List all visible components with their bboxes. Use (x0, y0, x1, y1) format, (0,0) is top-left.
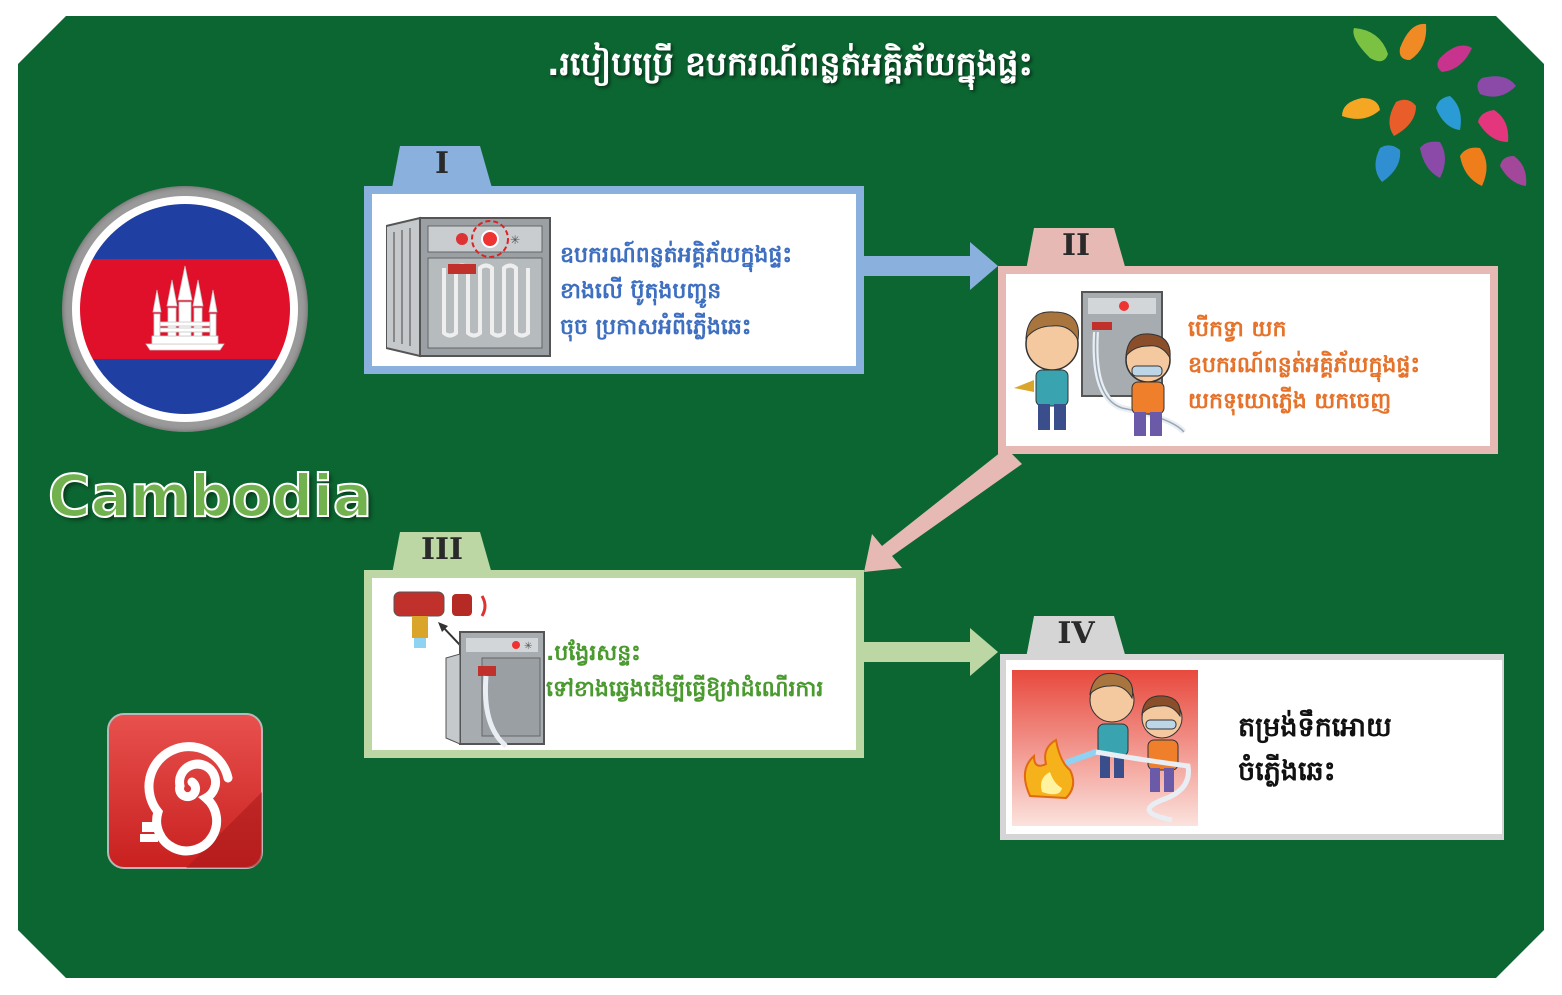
step-2-line-3: យកទុយោភ្លើង យកចេញ (1188, 389, 1392, 414)
arrow-step3-to-step4 (862, 628, 998, 676)
step-3-box: ✳ .បង្វែរសន្ទះ ទៅខាងឆ្វេងដើម្បីធ្វើឱ្យវា… (364, 570, 864, 758)
country-name: Cambodia (47, 461, 373, 531)
fire-hydrant-cabinet-icon: ✳ (386, 216, 551, 358)
step-4-box: តម្រង់ទឹកអោយ ចំភ្លេីងឆេះ (1000, 654, 1504, 840)
step-1-numeral: I (434, 146, 450, 181)
cambodia-flag-badge (62, 186, 308, 432)
step-3-line-2: ទៅខាងឆ្វេងដើម្បីធ្វើឱ្យវាដំណេីរការ (546, 677, 824, 702)
page-title: .របៀបប្រើ ឧបករណ៍ពន្លត់អគ្គិភ័យក្នុងផ្ទះ (547, 44, 1033, 83)
step-4-text: តម្រង់ទឹកអោយ ចំភ្លេីងឆេះ (1238, 706, 1498, 794)
step-1-box: ✳ ឧបករណ៍ពន្លត់អគ្គិភ័យក្នុងផ្ទះ ខាងលេី ប… (364, 186, 864, 374)
step-4-line-1: តម្រង់ទឹកអោយ (1238, 712, 1392, 743)
step-1-text: ឧបករណ៍ពន្លត់អគ្គិភ័យក្នុងផ្ទះ ខាងលេី ប៊ូ… (560, 238, 860, 346)
arrow-step1-to-step2 (862, 242, 998, 290)
step-1-line-1: ឧបករណ៍ពន្លត់អគ្គិភ័យក្នុងផ្ទះ (560, 243, 793, 268)
step-4-tab (1026, 616, 1126, 658)
step-4-line-2: ចំភ្លេីងឆេះ (1238, 756, 1336, 787)
step-2-text: បេីកទ្វា យក ឧបករណ៍ពន្លត់អគ្គិភ័យក្នុងផ្ទ… (1188, 312, 1498, 420)
step-1-tab (392, 146, 492, 188)
step-4-numeral: IV (1057, 616, 1095, 651)
step-1-line-3: ចុច ប្រកាសអំពីភ្លើងឆេះ (560, 315, 752, 340)
decorative-petals-icon (1342, 23, 1527, 186)
step-3-numeral: III (420, 532, 464, 567)
step-2-box: បេីកទ្វា យក ឧបករណ៍ពន្លត់អគ្គិភ័យក្នុងផ្ទ… (998, 266, 1498, 454)
step-2-line-1: បេីកទ្វា យក (1188, 317, 1287, 342)
step-2-line-2: ឧបករណ៍ពន្លត់អគ្គិភ័យក្នុងផ្ទះ (1188, 353, 1421, 378)
step-3-line-1: .បង្វែរសន្ទះ (546, 641, 641, 666)
svg-text:✳: ✳ (524, 641, 532, 652)
step-1-line-2: ខាងលេី ប៊ូតុងបញ្ជូន (560, 279, 722, 304)
step-2-tab (1026, 228, 1126, 270)
angkor-wat-icon (145, 265, 225, 351)
step-3-text: .បង្វែរសន្ទះ ទៅខាងឆ្វេងដើម្បីធ្វើឱ្យវាដំ… (546, 636, 866, 708)
arrow-step2-to-step3 (864, 448, 1022, 572)
step-3-tab (392, 532, 492, 574)
step-2-numeral: II (1061, 228, 1091, 263)
children-with-fire-hose-illustration (1014, 291, 1187, 436)
extinguishing-fire-illustration (1012, 670, 1198, 826)
fire-hose-reel-icon (107, 713, 263, 869)
valve-turn-illustration: ✳ (393, 591, 545, 748)
cambodia-flag-icon (80, 204, 290, 414)
svg-text:✳: ✳ (510, 233, 520, 247)
